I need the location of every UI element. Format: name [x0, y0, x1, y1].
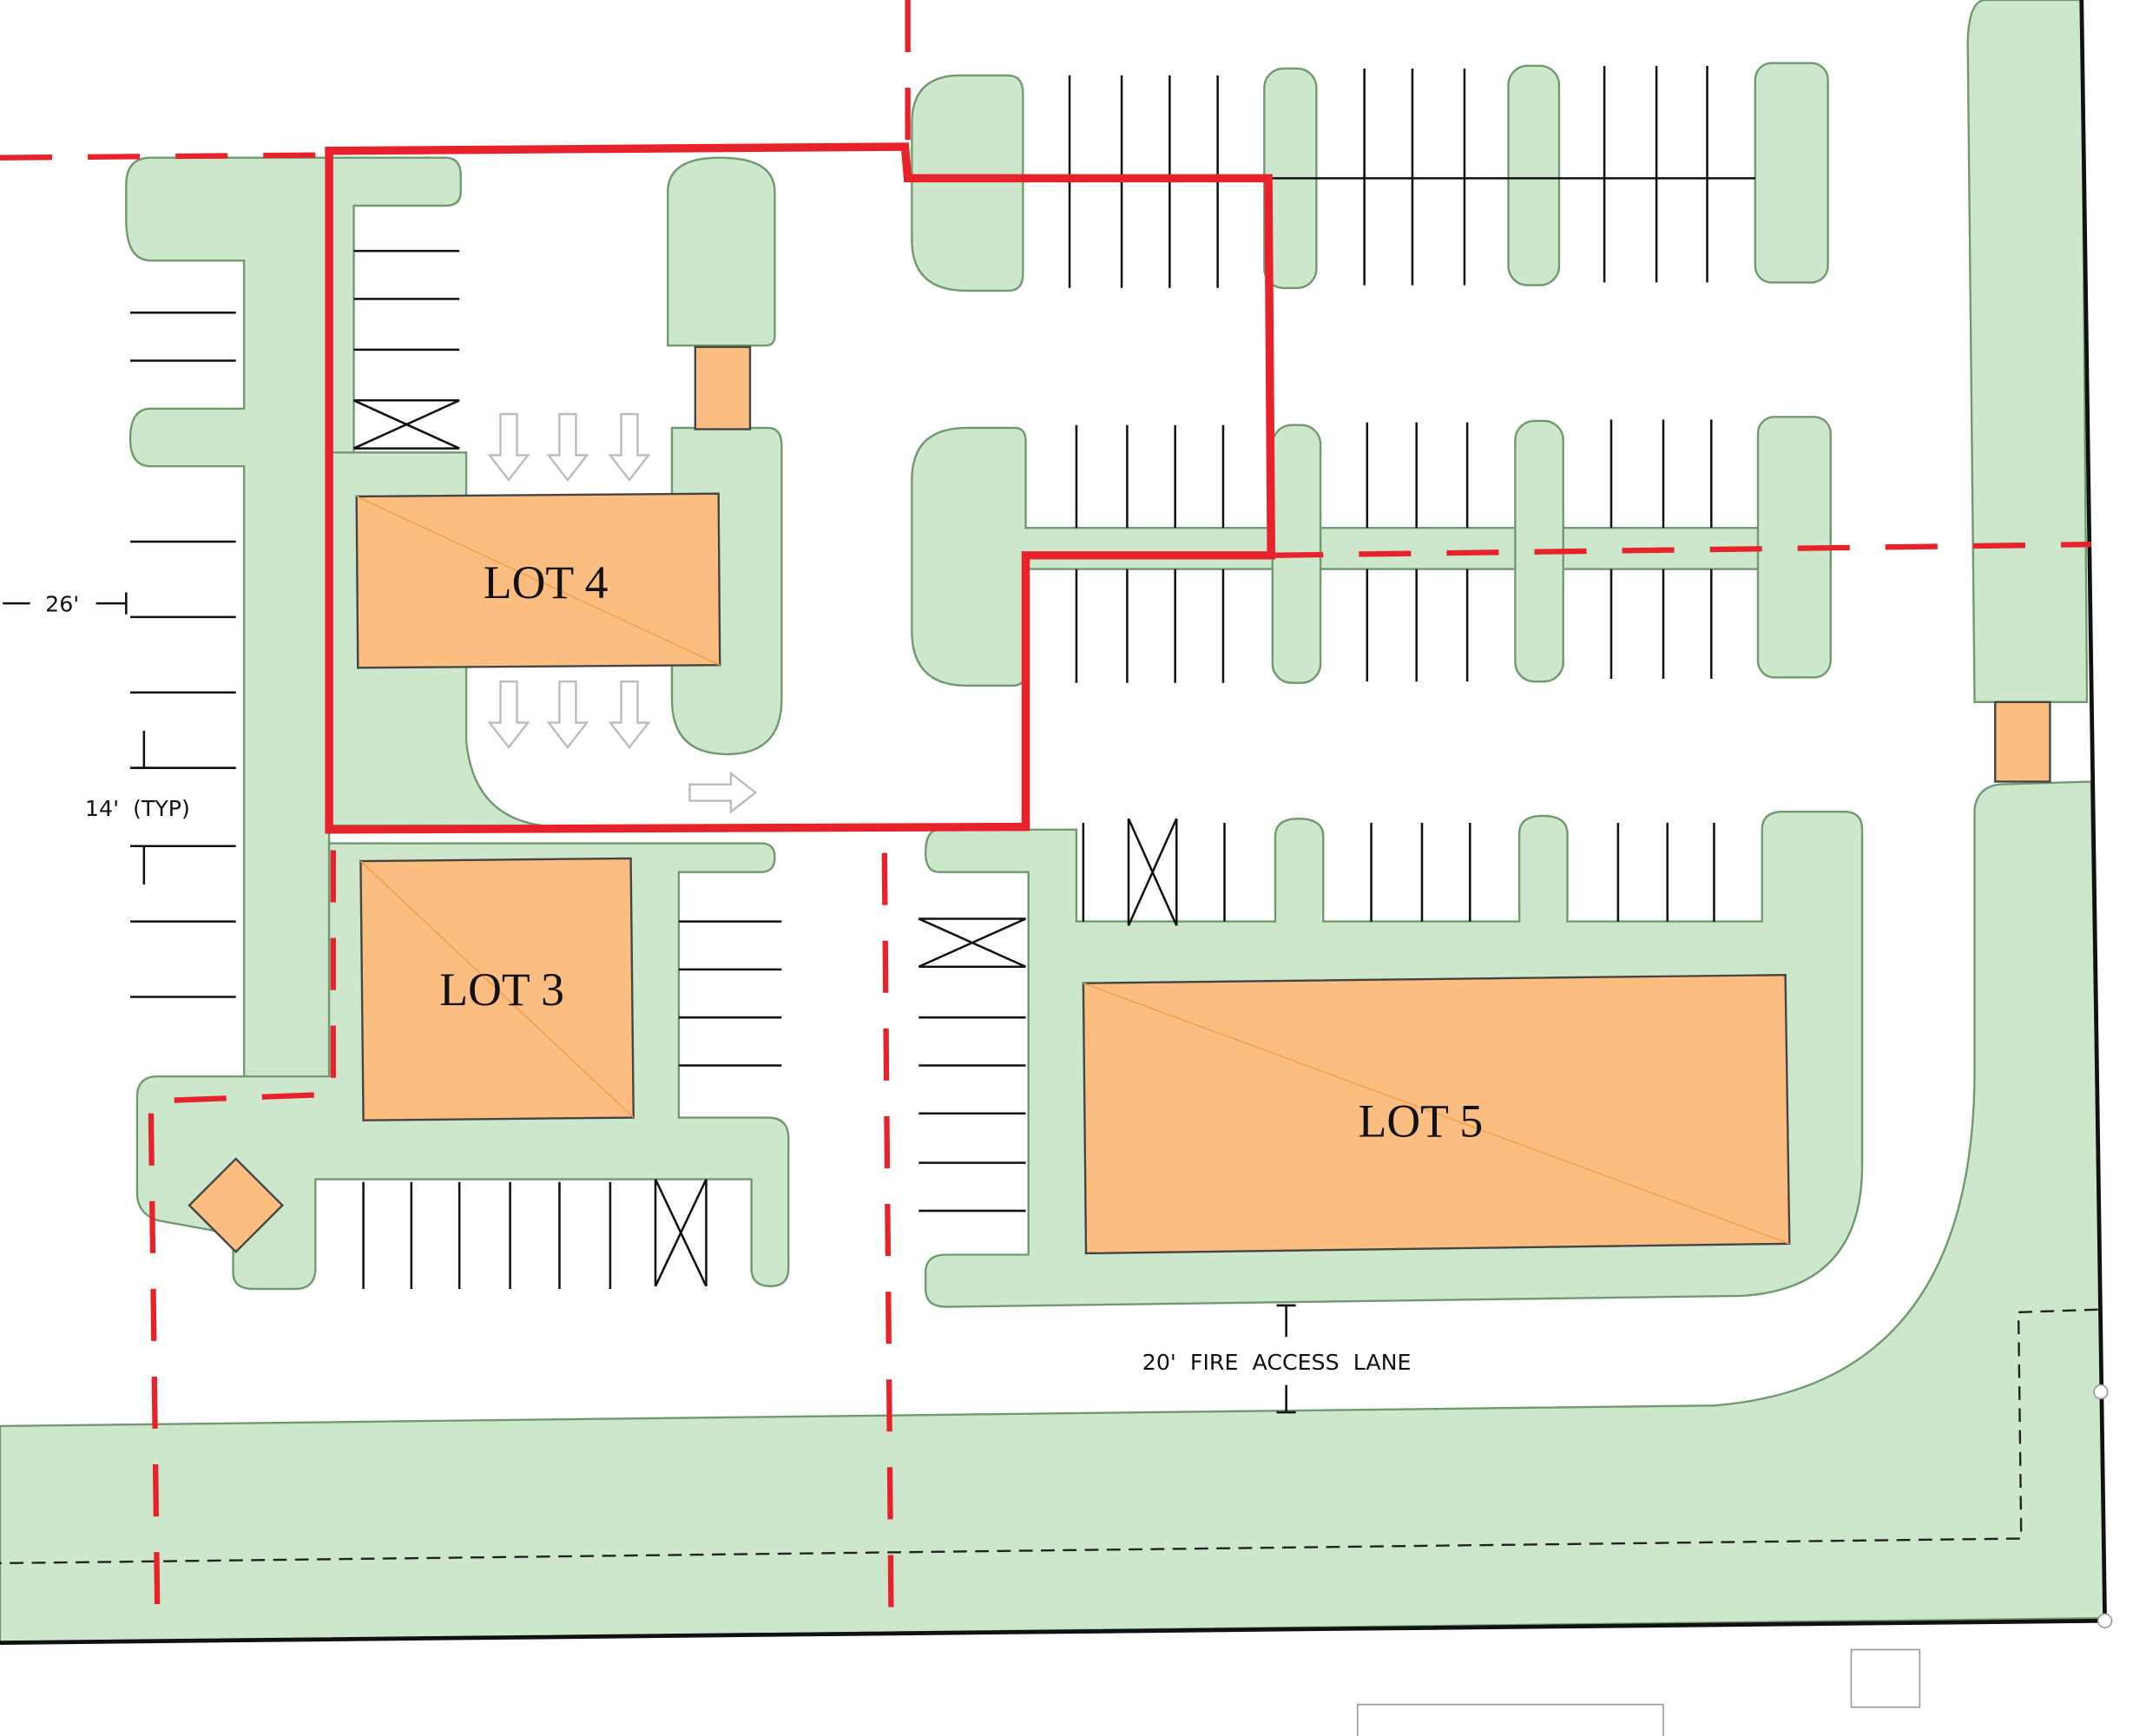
aisle-width-label: 26' [45, 592, 79, 617]
survey-point [2097, 1613, 2113, 1628]
adjacent-structure [1356, 1703, 1664, 1736]
lot-4-label: LOT 4 [484, 556, 609, 608]
stall-width-label: 14' (TYP) [85, 796, 190, 821]
down-arrow-icon [546, 680, 589, 749]
east-landscape-strip [1966, 0, 2089, 704]
down-arrow-icon [608, 412, 651, 482]
north-parking-islands [911, 62, 1832, 687]
fire-lane-dimension: 20' FIRE ACCESS LANE [1142, 1304, 1412, 1414]
small-structure [1994, 700, 2051, 783]
down-arrow-icon [487, 680, 530, 749]
perimeter-landscape [0, 780, 2106, 1644]
lot-line-dashed [0, 152, 330, 161]
lot-3-pad[interactable]: LOT 3 [359, 857, 635, 1121]
down-arrow-icon [546, 412, 589, 482]
aisle-dimension: 26' [3, 592, 128, 617]
lot-4-boundary[interactable] [325, 142, 1276, 834]
traffic-arrows [487, 412, 758, 814]
utility-box [1850, 1648, 1921, 1708]
lot-5-pad[interactable]: LOT 5 [1082, 974, 1791, 1255]
easement-line [0, 1308, 2098, 1565]
lot-4-pad[interactable]: LOT 4 [355, 492, 721, 669]
lot-line-dashed [1271, 542, 2091, 558]
fire-lane-label: 20' FIRE ACCESS LANE [1142, 1350, 1412, 1375]
lot-line-dashed [881, 852, 894, 1635]
lot-5-label: LOT 5 [1359, 1095, 1484, 1147]
down-arrow-icon [487, 412, 530, 482]
parking-stripes [130, 65, 1755, 1289]
down-arrow-icon [608, 680, 651, 749]
lot-3-label: LOT 3 [439, 963, 564, 1016]
right-arrow-icon [688, 771, 758, 814]
lot-line-dashed [148, 850, 336, 1639]
survey-point [2093, 1384, 2109, 1400]
monument-sign [188, 1157, 284, 1253]
small-structure [694, 345, 752, 431]
stall-dimension: 14' (TYP) [85, 731, 190, 884]
